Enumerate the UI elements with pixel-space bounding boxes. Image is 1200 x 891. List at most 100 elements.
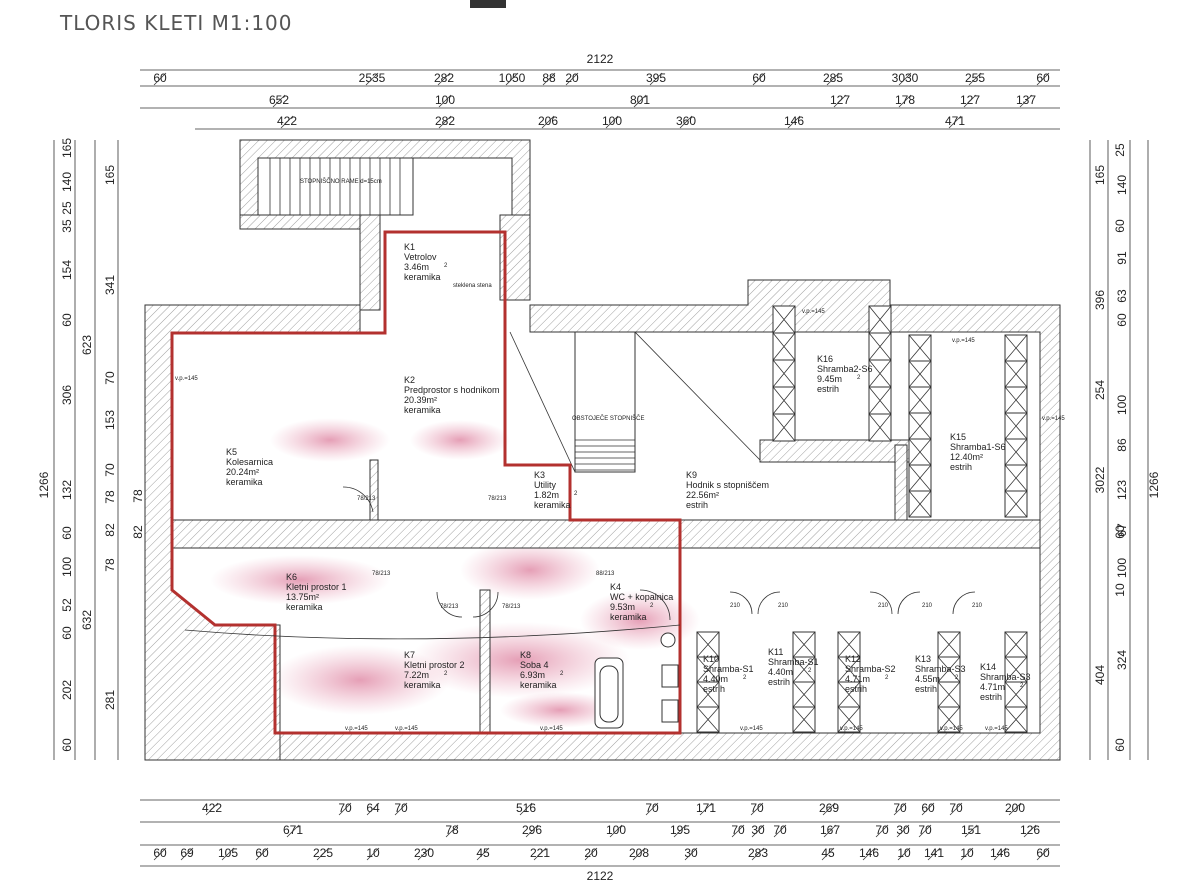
room-area: 4.40m bbox=[768, 667, 793, 677]
dim-tick bbox=[773, 824, 787, 838]
room-area-unit: 2 bbox=[1020, 683, 1024, 689]
window-label: v.p.=145 bbox=[940, 726, 963, 732]
dimension-label: 200 bbox=[1005, 801, 1025, 815]
shelf-cross bbox=[1004, 681, 1028, 708]
dimension-label: 64 bbox=[366, 801, 380, 815]
dim-tick bbox=[968, 72, 982, 86]
dimension-label: 141 bbox=[924, 846, 944, 860]
room-id: K9 bbox=[686, 470, 697, 480]
dimension-label: 78 bbox=[103, 490, 117, 504]
dimension-label: 306 bbox=[60, 385, 74, 405]
shelf-cross bbox=[837, 706, 861, 733]
room-finish: estrih bbox=[950, 462, 972, 472]
dim-tick bbox=[949, 802, 963, 816]
room-finish: keramika bbox=[610, 612, 647, 622]
shelf-cross bbox=[772, 413, 796, 442]
dimension-label: 165 bbox=[103, 165, 117, 185]
room-finish: estrih bbox=[817, 384, 839, 394]
room-area-unit: 2 bbox=[560, 671, 564, 677]
room-name: Shramba-S1 bbox=[768, 657, 819, 667]
dimension-label: 341 bbox=[103, 275, 117, 295]
dimension-label: 516 bbox=[516, 801, 536, 815]
dim-tick bbox=[584, 847, 598, 861]
room-name: Shramba-S1 bbox=[703, 664, 754, 674]
window-label: v.p.=145 bbox=[540, 726, 563, 732]
dimension-label: 100 bbox=[606, 823, 626, 837]
dim-tick bbox=[1008, 802, 1022, 816]
dimension-label: 126 bbox=[1020, 823, 1040, 837]
shelf-cross bbox=[1004, 334, 1028, 362]
dim-tick bbox=[731, 824, 745, 838]
dim-bottom-total: 2122 bbox=[587, 869, 614, 883]
dim-tick bbox=[673, 824, 687, 838]
dim-tick bbox=[822, 802, 836, 816]
dim-tick bbox=[417, 847, 431, 861]
shelf-cross bbox=[792, 631, 816, 658]
room-area: 22.56m² bbox=[686, 490, 719, 500]
dimension-label: 70 bbox=[875, 823, 889, 837]
dimension-label: 70 bbox=[773, 823, 787, 837]
room-area: 1.82m bbox=[534, 490, 559, 500]
dim-tick bbox=[437, 72, 451, 86]
dimension-label: 360 bbox=[676, 114, 696, 128]
dim-tick bbox=[821, 847, 835, 861]
stair-label: STOPNIŠČNO RAME d=15cm bbox=[300, 178, 382, 185]
dim-tick bbox=[862, 847, 876, 861]
dimension-label: 171 bbox=[696, 801, 716, 815]
dim-tick bbox=[221, 847, 235, 861]
shelf-cross bbox=[696, 631, 720, 658]
room-id: K2 bbox=[404, 375, 415, 385]
room-finish: keramika bbox=[404, 405, 441, 415]
shelf-cross bbox=[1004, 464, 1028, 492]
dimension-label: 60 bbox=[1036, 71, 1050, 85]
dimension-label: 167 bbox=[820, 823, 840, 837]
dimension-label: 100 bbox=[1115, 395, 1129, 415]
room-id: K6 bbox=[286, 572, 297, 582]
dimension-label: 69 bbox=[180, 846, 194, 860]
dimension-label: 140 bbox=[60, 172, 74, 192]
shelf-cross bbox=[868, 359, 892, 388]
shelf-cross bbox=[908, 464, 932, 492]
dimension-label: 82 bbox=[103, 523, 117, 537]
door-label: 210 bbox=[878, 603, 889, 609]
dimension-label: 632 bbox=[80, 610, 94, 630]
dimension-label: 70 bbox=[103, 463, 117, 477]
dimension-label: 146 bbox=[859, 846, 879, 860]
dimension-label: 60 bbox=[60, 313, 74, 327]
dimension-label: 91 bbox=[1115, 251, 1129, 265]
dim-tick bbox=[286, 824, 300, 838]
dimension-label: 35 bbox=[60, 219, 74, 233]
window-label: v.p.=145 bbox=[802, 309, 825, 315]
dimension-label: 70 bbox=[394, 801, 408, 815]
dimension-label: 60 bbox=[60, 526, 74, 540]
red-boundary bbox=[170, 230, 682, 735]
dim-tick bbox=[205, 802, 219, 816]
room-area: 6.93m bbox=[520, 670, 545, 680]
dimension-label: 652 bbox=[269, 93, 289, 107]
dim-tick bbox=[153, 847, 167, 861]
dim-tick bbox=[918, 824, 932, 838]
dim-tick bbox=[542, 72, 556, 86]
dimension-label: 70 bbox=[918, 823, 932, 837]
dimension-label: 60 bbox=[1113, 738, 1127, 752]
dim-tick bbox=[823, 824, 837, 838]
room-name: Shramba2-S6 bbox=[817, 364, 873, 374]
dim-tick bbox=[153, 72, 167, 86]
room-area-unit: 2 bbox=[743, 675, 747, 681]
room-finish: estrih bbox=[768, 677, 790, 687]
shelf-cross bbox=[908, 490, 932, 518]
dim-tick bbox=[948, 115, 962, 129]
dim-tick bbox=[751, 824, 765, 838]
dimension-label: 100 bbox=[602, 114, 622, 128]
dimension-label: 296 bbox=[522, 823, 542, 837]
dimension-label: 178 bbox=[895, 93, 915, 107]
dim-tick bbox=[893, 802, 907, 816]
dimension-label: 1050 bbox=[499, 71, 526, 85]
room-area: 20.24m² bbox=[226, 467, 259, 477]
room-area: 4.71m bbox=[980, 682, 1005, 692]
